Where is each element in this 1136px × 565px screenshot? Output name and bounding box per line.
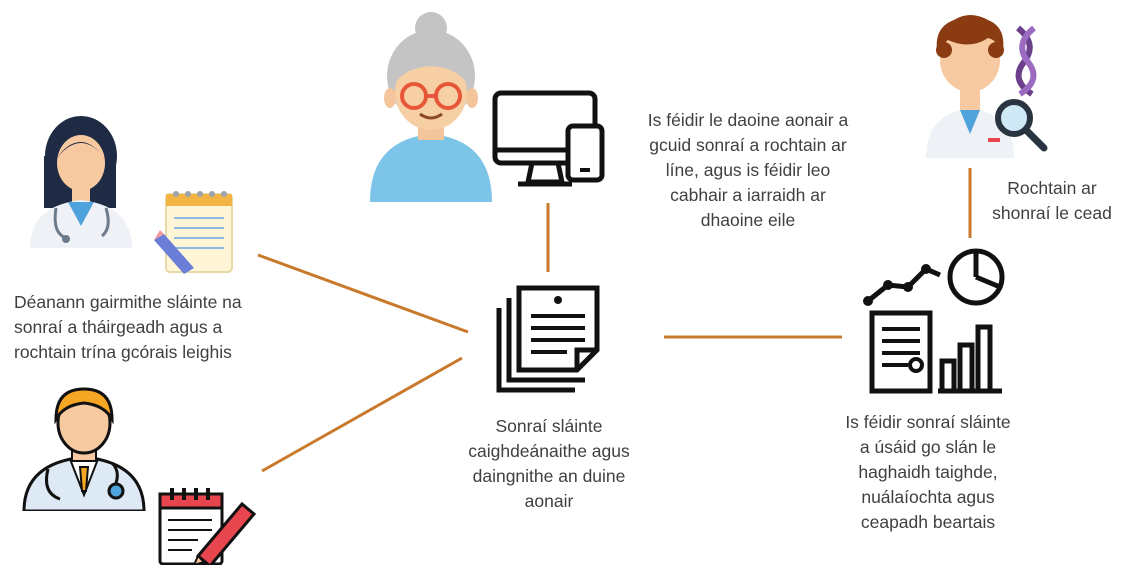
research-use-line: nuálaíochta agus	[861, 487, 995, 507]
computer-phone-icon	[492, 90, 605, 187]
document-stack-icon	[496, 285, 600, 393]
female-doctor-icon	[30, 116, 132, 248]
professionals-line: Déanann gairmithe sláinte na	[14, 292, 242, 312]
connector-professional-bottom	[261, 356, 463, 473]
research-use-label: Is féidir sonraí sláinte a úsáid go slán…	[820, 410, 1036, 535]
center-line: caighdeánaithe agus	[468, 441, 630, 461]
notepad-pencil-icon	[154, 191, 233, 274]
researcher-line: shonraí le cead	[992, 203, 1112, 223]
elderly-woman-icon	[370, 12, 492, 202]
researcher-line: Rochtain ar	[1007, 178, 1097, 198]
calendar-pen-icon	[158, 488, 257, 565]
center-line: aonair	[524, 491, 574, 511]
professionals-line: rochtain trína gcórais leighis	[14, 342, 232, 362]
researcher-label: Rochtain ar shonraí le cead	[968, 176, 1136, 226]
male-doctor-icon	[22, 387, 146, 511]
individuals-line: gcuid sonraí a rochtain ar	[649, 135, 847, 155]
individuals-line: cabhair a iarraidh ar	[670, 185, 826, 205]
data-analytics-icon	[863, 248, 1005, 394]
professionals-label: Déanann gairmithe sláinte na sonraí a th…	[14, 290, 242, 365]
center-line: daingnithe an duine	[472, 466, 626, 486]
individuals-label: Is féidir le daoine aonair a gcuid sonra…	[614, 108, 882, 233]
research-use-line: haghaidh taighde,	[858, 462, 998, 482]
individuals-line: Is féidir le daoine aonair a	[647, 110, 849, 130]
center-label: Sonraí sláinte caighdeánaithe agus daing…	[446, 414, 652, 514]
connector-professional-top	[257, 253, 469, 334]
research-use-line: ceapadh beartais	[860, 512, 996, 532]
scientist-dna-icon	[926, 15, 1048, 158]
research-use-line: Is féidir sonraí sláinte	[845, 412, 1011, 432]
center-line: Sonraí sláinte	[495, 416, 603, 436]
research-use-line: a úsáid go slán le	[859, 437, 997, 457]
professionals-line: sonraí a tháirgeadh agus a	[14, 317, 223, 337]
individuals-line: dhaoine eile	[700, 210, 796, 230]
individuals-line: líne, agus is féidir leo	[665, 160, 831, 180]
